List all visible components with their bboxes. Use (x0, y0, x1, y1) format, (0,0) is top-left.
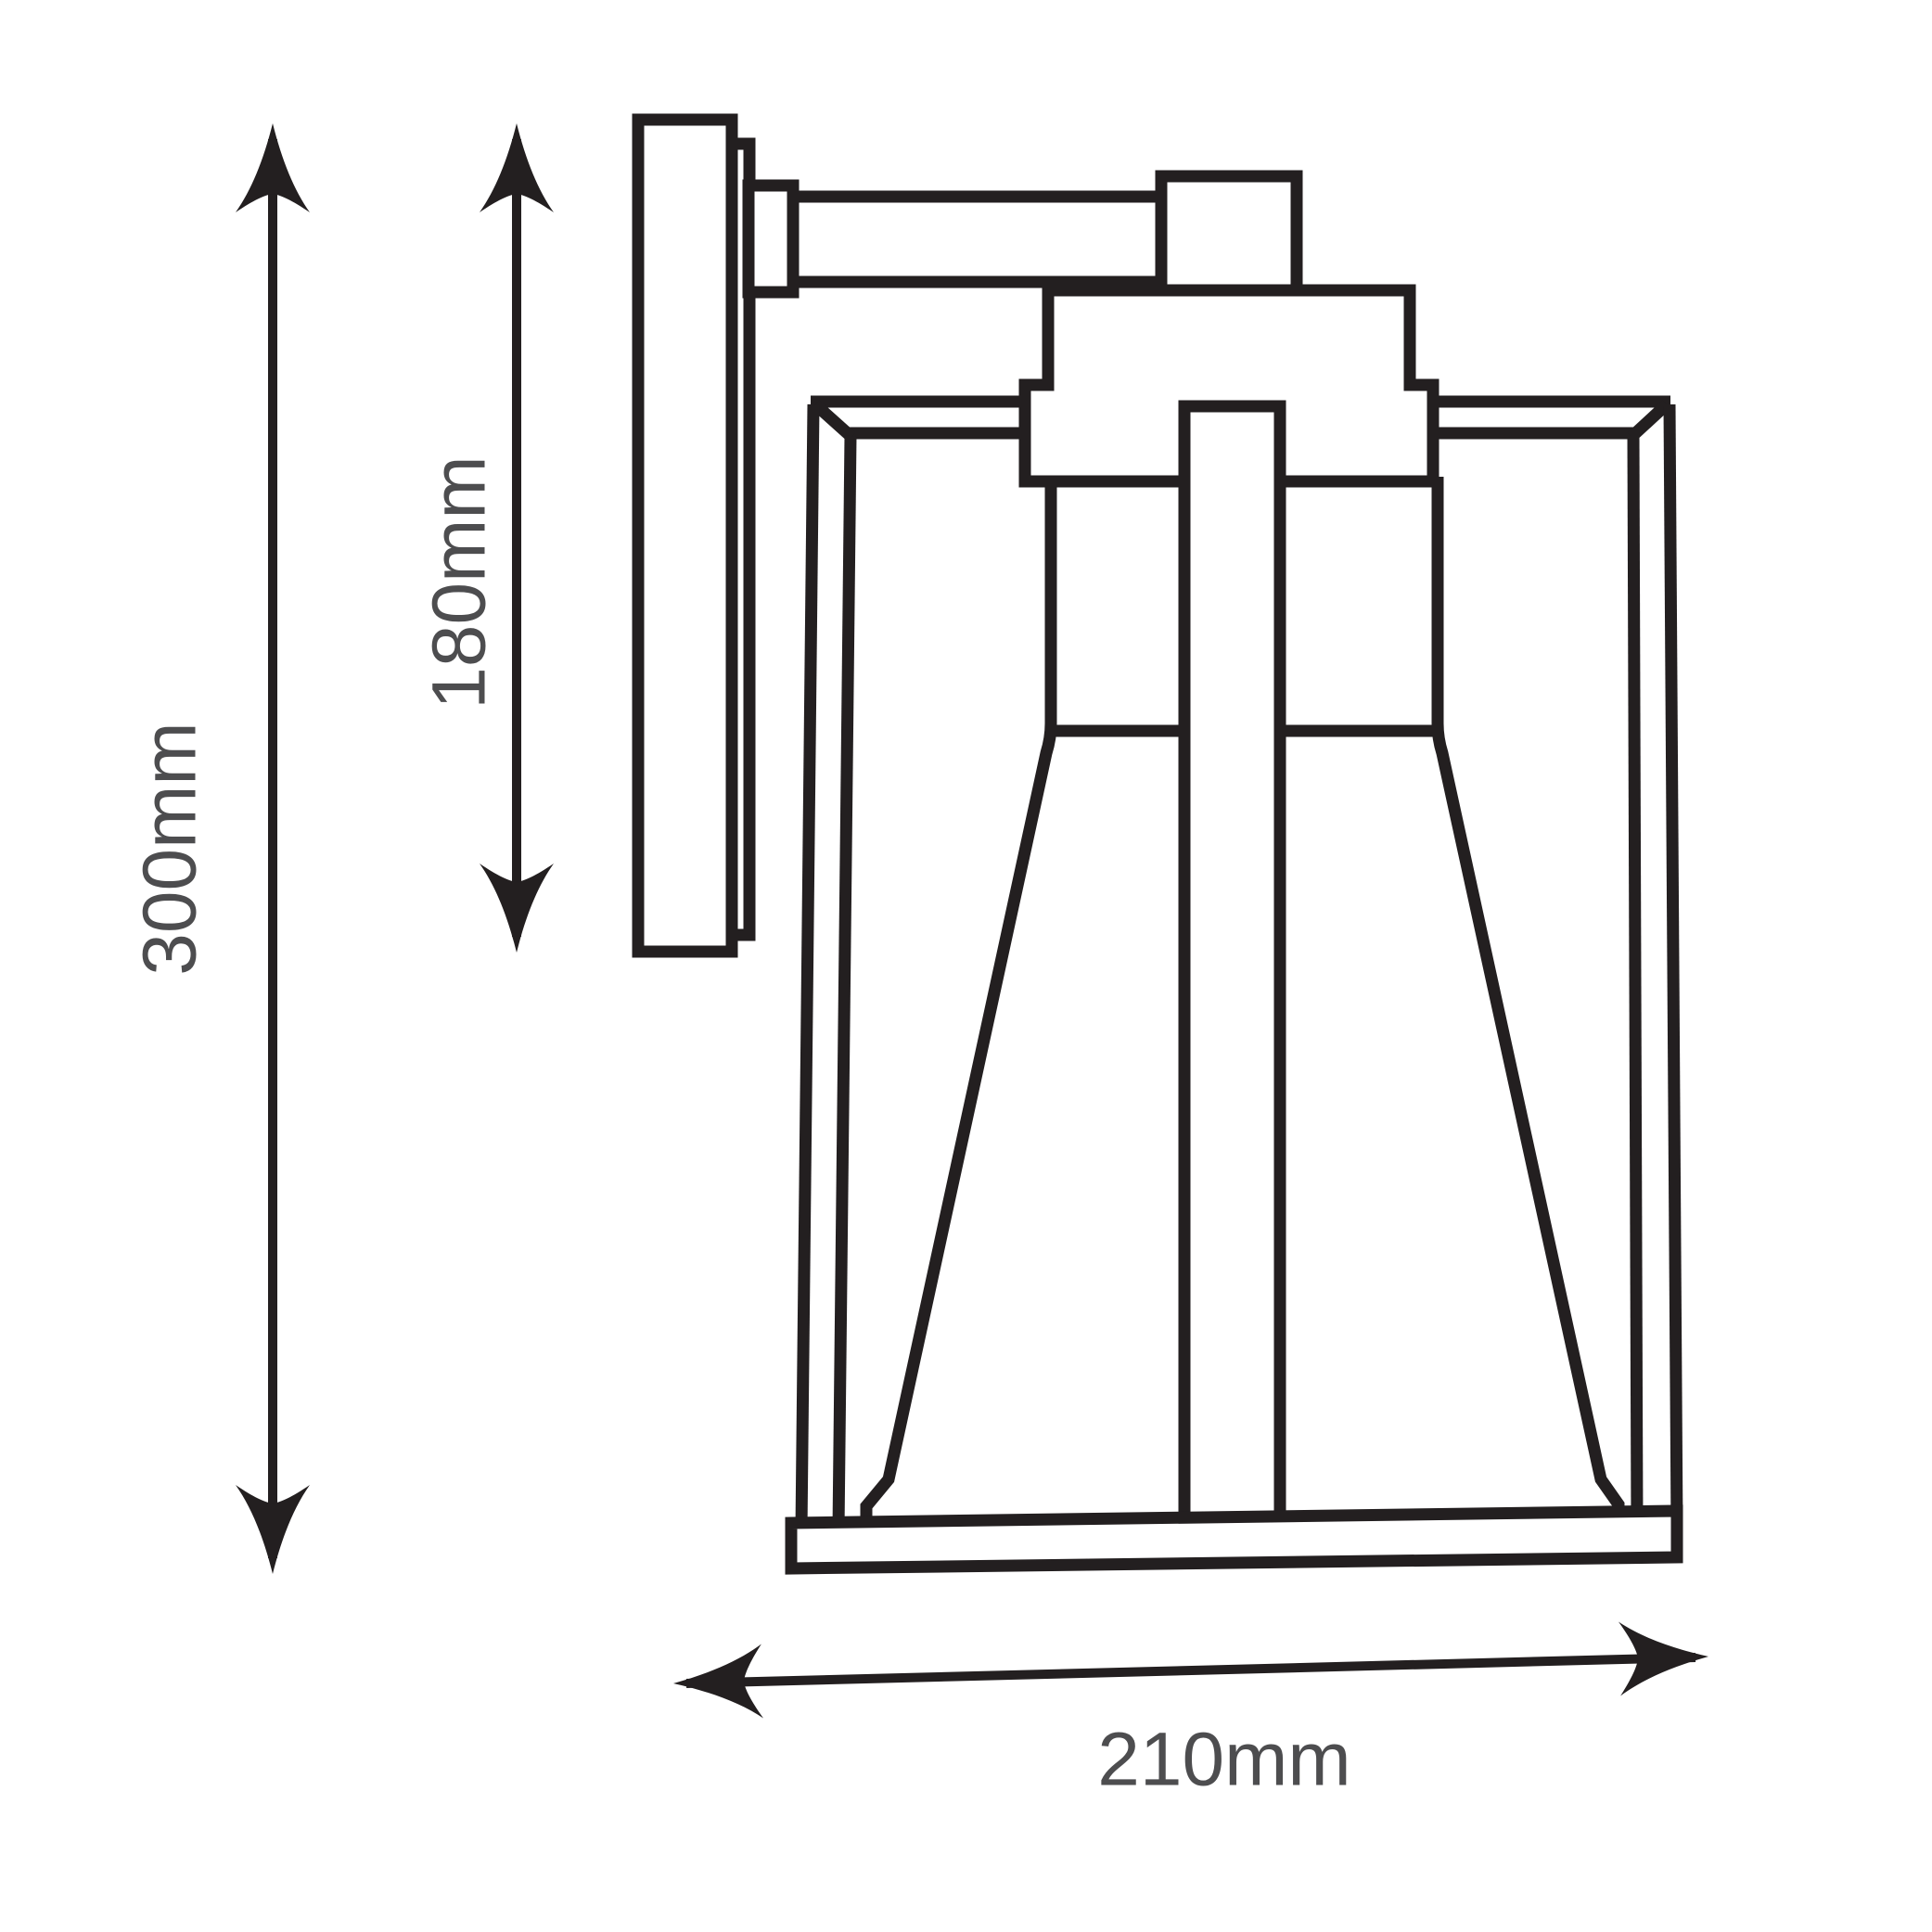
frame-corner-chamfer-right (1627, 400, 1671, 441)
mounting-collar (742, 179, 800, 299)
dimension-180-label: 180mm (417, 455, 502, 709)
wall-mount-assembly (632, 113, 1303, 958)
hanger-block (1155, 170, 1303, 297)
frame-side-inner-right (1627, 435, 1644, 1527)
glass-shade (860, 477, 1625, 1529)
dimension-300-label: 300mm (128, 722, 212, 975)
dimension-210-line (685, 1653, 1696, 1688)
frame-side-outer-left (795, 403, 820, 1531)
frame-side-inner-left (832, 435, 857, 1531)
lantern-cage-frame (795, 395, 1683, 1531)
dimension-overall-height: 300mm (128, 123, 310, 1574)
lantern-base-band (785, 1504, 1683, 1575)
dimension-overall-width: 210mm (672, 1619, 1710, 1802)
dimension-backplate-height: 180mm (417, 123, 554, 953)
lantern-drawing (632, 113, 1683, 1575)
frame-side-outer-right (1663, 403, 1683, 1531)
glass-neck-left (860, 477, 1057, 1529)
center-support-bar (1178, 400, 1286, 1526)
dimension-210-label: 210mm (1097, 1718, 1350, 1802)
glass-neck-right (1431, 477, 1625, 1523)
frame-corner-chamfer-left (811, 400, 856, 441)
wall-backplate (632, 113, 738, 958)
